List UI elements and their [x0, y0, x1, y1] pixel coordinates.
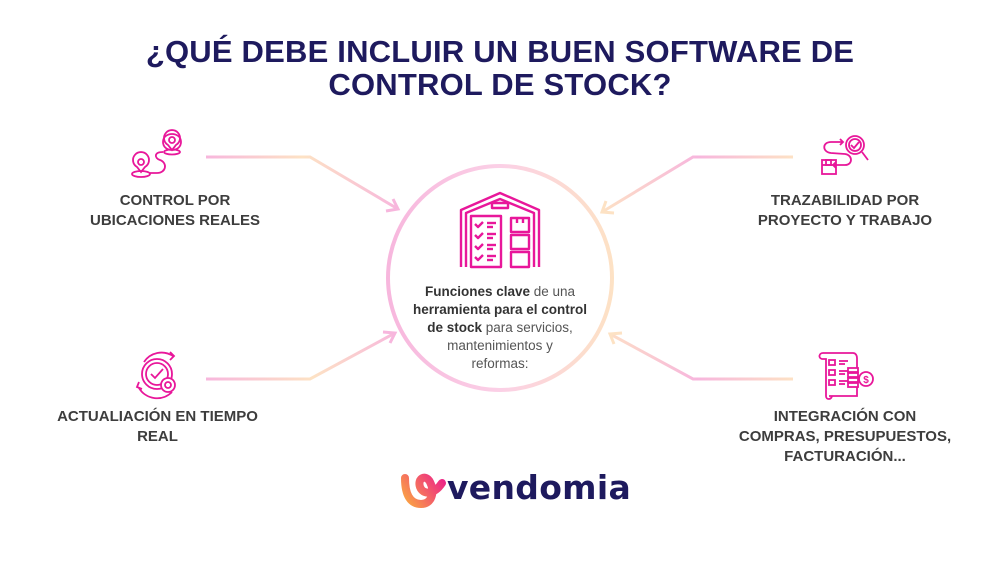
vendomia-logo-mark: [401, 473, 446, 509]
connector-bottom-left: [206, 331, 396, 381]
center-light-3: mantenimientos y: [447, 338, 553, 353]
realtime-sync-gear-icon: [135, 351, 176, 400]
center-bold-2: herramienta para el control: [412, 302, 588, 317]
feature-bottom-right-line3: FACTURACIÓN...: [784, 448, 906, 465]
center-circle: [386, 164, 614, 392]
feature-top-left-line2: UBICACIONES REALES: [89, 212, 261, 229]
feature-top-right: TRAZABILIDAD POR PROYECTO Y TRABAJO: [730, 191, 960, 231]
feature-top-right-line2: PROYECTO Y TRABAJO: [757, 212, 933, 229]
center-light-1: de una: [530, 284, 576, 299]
feature-bottom-right-line2: COMPRAS, PRESUPUESTOS,: [738, 428, 952, 445]
feature-bottom-right: INTEGRACIÓN CON COMPRAS, PRESUPUESTOS, F…: [715, 407, 975, 467]
center-light-4: reformas:: [471, 356, 529, 371]
feature-top-left-line1: CONTROL POR: [119, 192, 231, 209]
title-line-2: CONTROL DE STOCK?: [328, 67, 672, 102]
svg-text:$: $: [863, 375, 869, 386]
feature-bottom-left: ACTUALIACIÓN EN TIEMPO REAL: [35, 407, 280, 447]
feature-top-left: CONTROL POR UBICACIONES REALES: [60, 191, 290, 231]
page-title: ¿QUÉ DEBE INCLUIR UN BUEN SOFTWARE DE CO…: [0, 35, 1000, 101]
connector-top-right: [601, 155, 793, 214]
feature-bottom-left-line1: ACTUALIACIÓN EN TIEMPO: [57, 408, 258, 425]
feature-bottom-left-line2: REAL: [137, 428, 178, 445]
brand-logo-text: vendomia: [447, 468, 632, 507]
center-bold-1: Funciones clave: [424, 284, 530, 299]
title-line-1: ¿QUÉ DEBE INCLUIR UN BUEN SOFTWARE DE: [145, 34, 855, 69]
traceability-search-box-icon: [821, 135, 869, 175]
connector-bottom-right: [609, 332, 793, 381]
connector-top-left: [206, 155, 399, 211]
center-description: Funciones clave de una herramienta para …: [400, 283, 600, 373]
invoice-coins-icon: [818, 352, 874, 400]
center-light-2: para servicios,: [481, 320, 573, 335]
center-bold-3: de stock: [427, 320, 482, 335]
warehouse-checklist-icon: [459, 191, 541, 269]
feature-top-right-line1: TRAZABILIDAD POR: [770, 192, 920, 209]
feature-bottom-right-line1: INTEGRACIÓN CON: [773, 408, 917, 425]
map-route-pins-icon: [131, 129, 182, 178]
